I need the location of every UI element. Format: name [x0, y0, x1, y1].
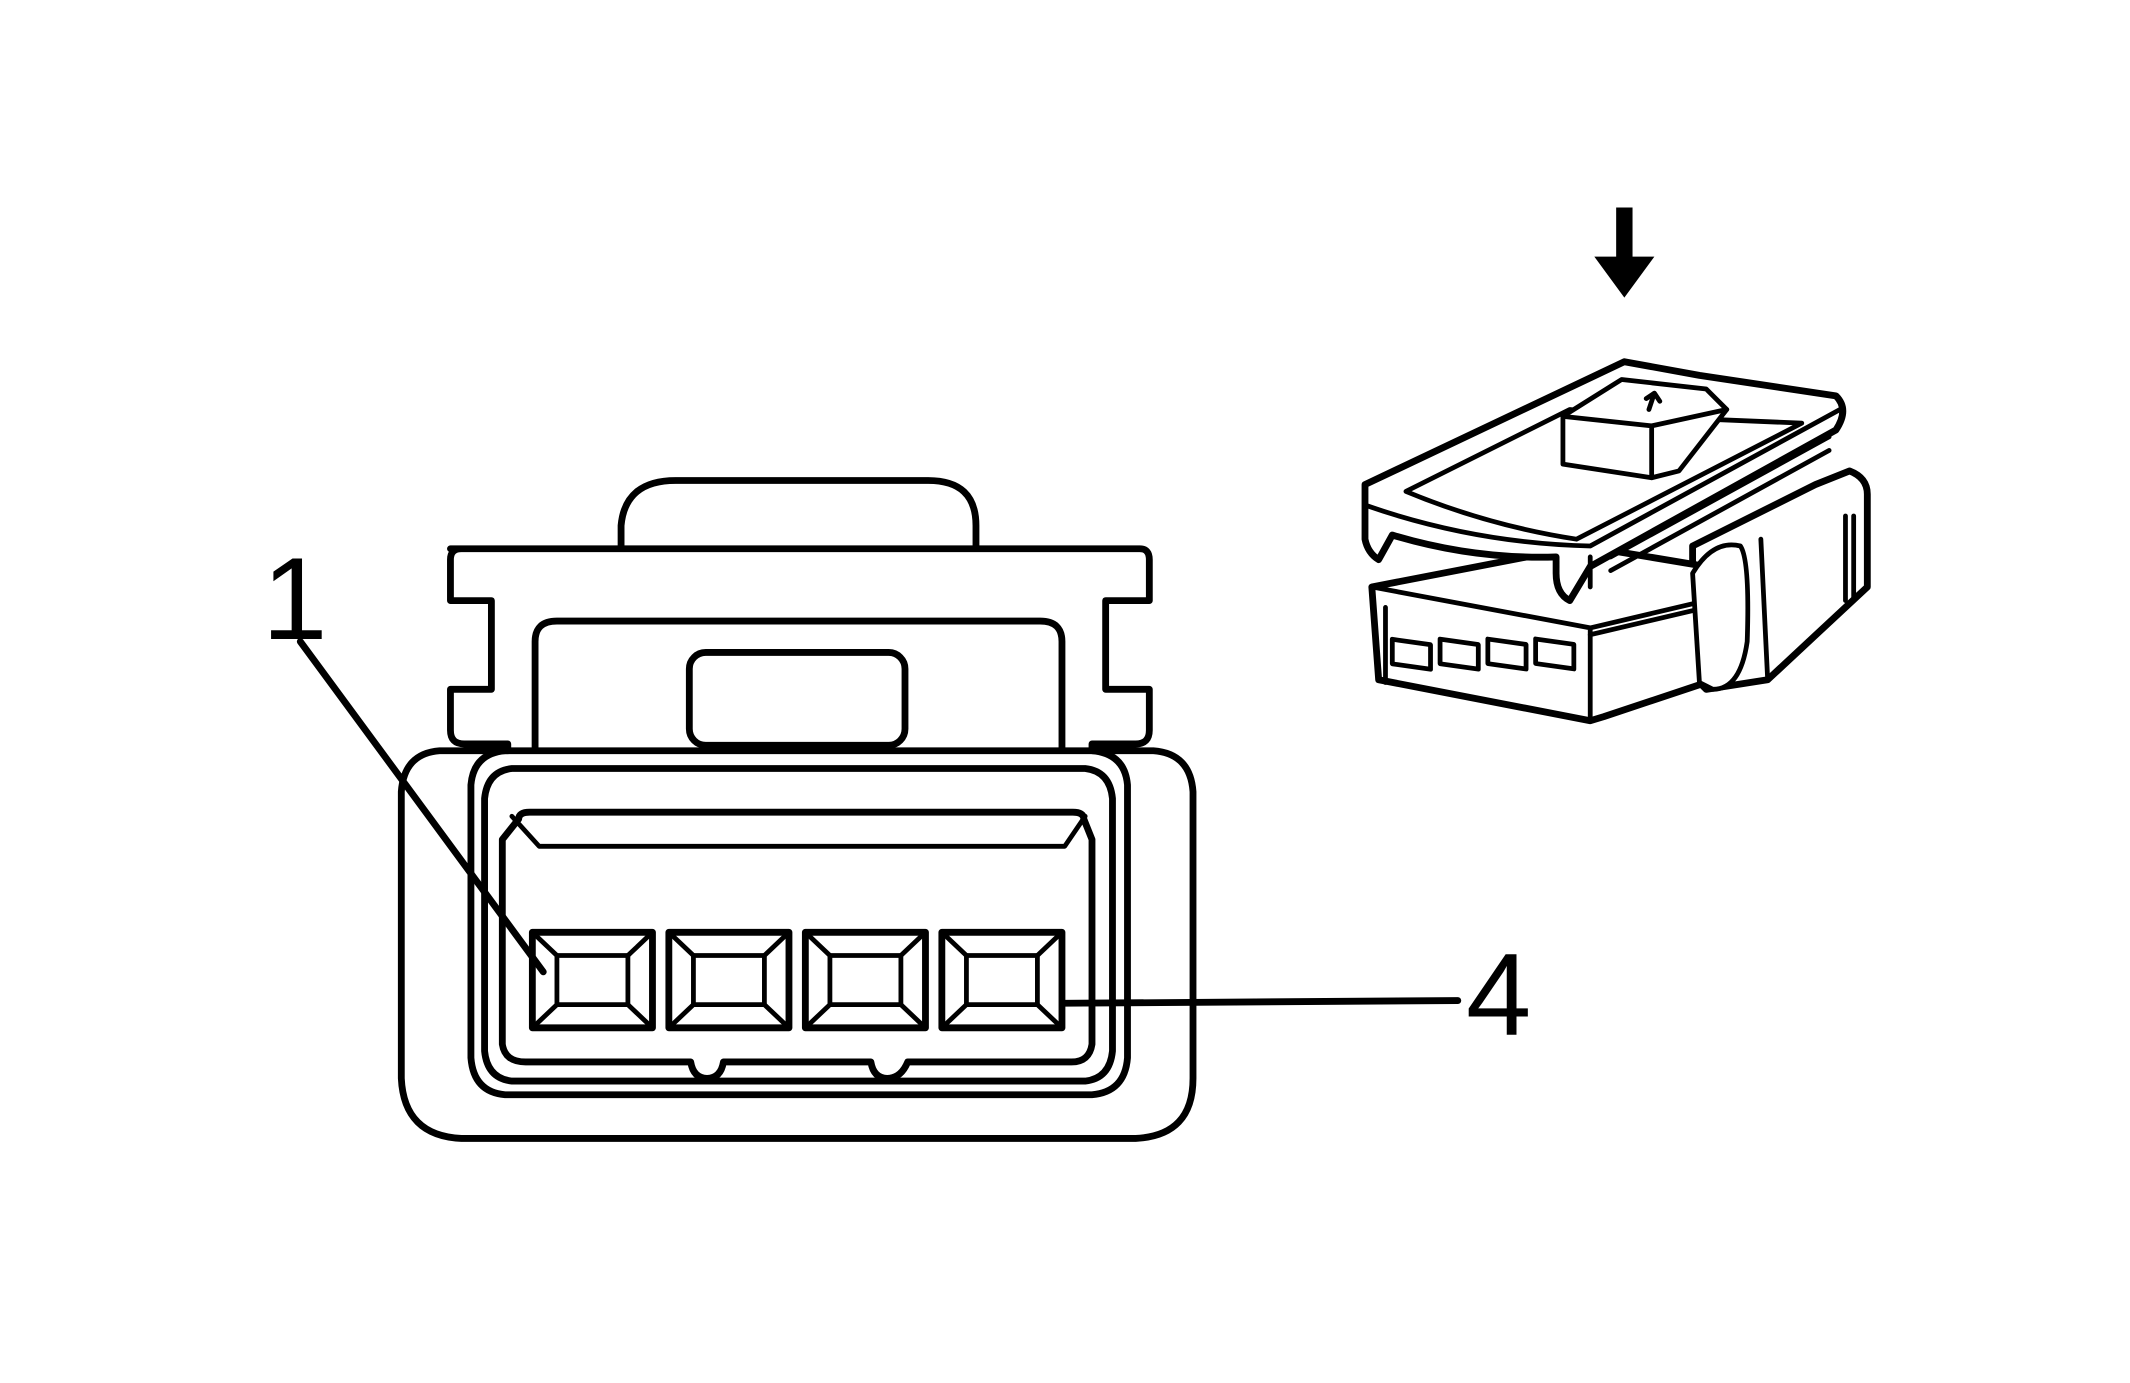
connector-hood	[531, 617, 1066, 752]
cavity-inner	[481, 765, 1116, 1085]
connector-face-view: 1 4	[262, 477, 1531, 1142]
iso-terminals	[1389, 636, 1577, 672]
terminal-3	[801, 928, 929, 1032]
terminal-1	[528, 928, 656, 1032]
side-strap	[1690, 542, 1751, 692]
leader-line-4	[1061, 997, 1462, 1007]
latch-top	[617, 477, 980, 549]
terminal-2	[665, 928, 793, 1032]
terminal-block	[1368, 542, 1710, 725]
key-slot	[685, 649, 909, 749]
callout-1: 1	[262, 533, 327, 664]
callout-4: 4	[1466, 929, 1531, 1060]
cavity-outer	[467, 747, 1131, 1099]
carrier-rib	[509, 813, 1088, 849]
leader-line-1	[296, 638, 547, 976]
terminal-carrier	[498, 808, 1096, 1082]
release-arrow-icon	[1643, 390, 1663, 412]
arrow-down-icon	[1594, 207, 1655, 298]
connector-isometric-view	[1361, 207, 1871, 725]
terminal-4	[938, 928, 1066, 1032]
connector-shell	[397, 545, 1197, 1142]
release-button	[1560, 377, 1730, 481]
